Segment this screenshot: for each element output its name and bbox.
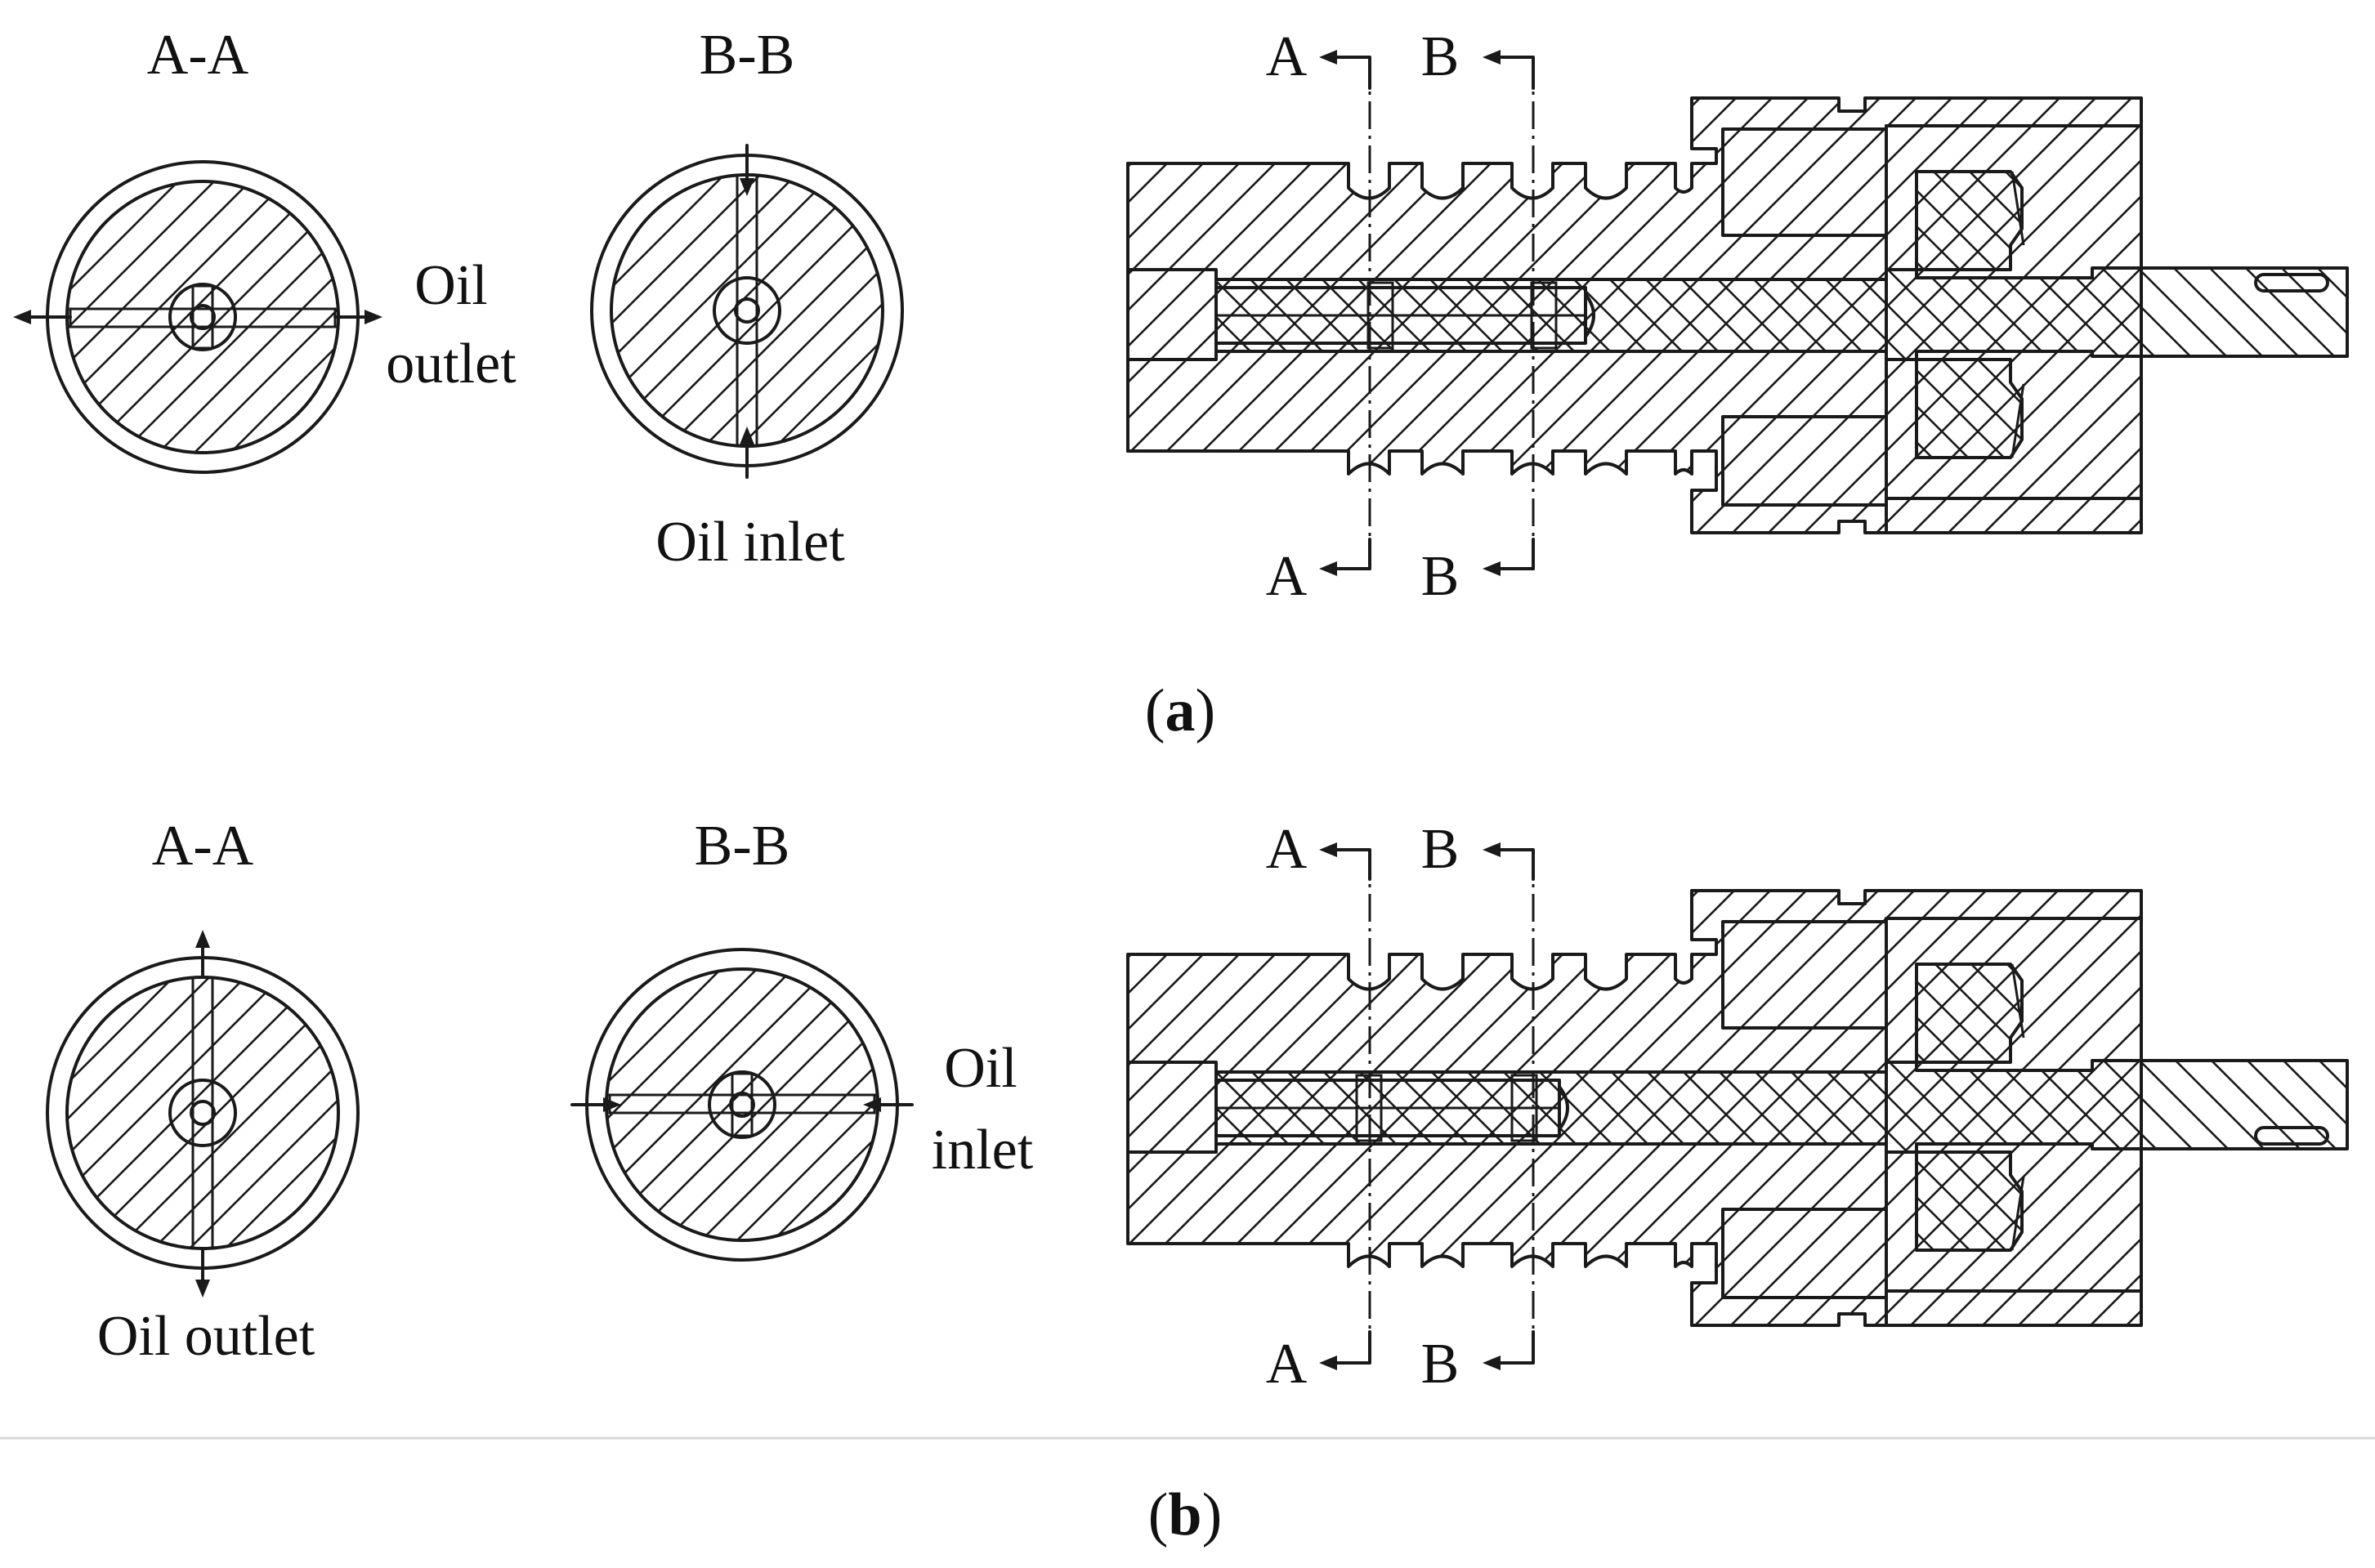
section-bb-title: B-B: [700, 24, 795, 87]
cut-mark-b-top: B: [1421, 818, 1535, 881]
section-bb-view: B-B Oil inlet: [590, 24, 904, 574]
oil-outlet-label-line1: Oil: [414, 254, 487, 317]
cut-mark-b-top: B: [1421, 25, 1535, 90]
caption-a: (a): [1145, 677, 1215, 744]
section-aa-view: A-A Oil outlet: [13, 24, 517, 474]
inlet-arrow-bottom-icon: [740, 427, 754, 479]
inlet-arrow-right-icon: [863, 1097, 914, 1112]
caption-b: (b): [1148, 1481, 1222, 1548]
oil-inlet-label-line1: Oil: [944, 1037, 1017, 1100]
cut-label-a-bottom: A: [1266, 545, 1308, 608]
cut-label-b-bottom: B: [1421, 1333, 1460, 1396]
cut-mark-b-bottom: B: [1421, 538, 1535, 608]
cut-mark-a-bottom: A: [1266, 538, 1371, 608]
inlet-arrow-left-icon: [570, 1097, 621, 1112]
oil-outlet-label-line2: outlet: [386, 333, 517, 395]
cut-label-a-bottom: A: [1266, 1333, 1308, 1396]
cut-mark-b-bottom: B: [1421, 1330, 1535, 1396]
outlet-arrow-right-icon: [333, 310, 382, 324]
figure-a: A-A Oil outlet B-B: [13, 24, 2349, 744]
section-bb-view: B-B Oil inlet: [570, 815, 1034, 1262]
outlet-arrow-top-icon: [195, 930, 210, 979]
figure-b: A-A Oil outlet B-B: [0, 815, 2375, 1548]
cut-mark-a-top: A: [1266, 25, 1371, 90]
section-aa-title: A-A: [152, 815, 254, 878]
cut-mark-a-bottom: A: [1266, 1330, 1371, 1396]
oil-outlet-label: Oil outlet: [97, 1305, 315, 1368]
section-bb-title: B-B: [695, 815, 790, 878]
oil-inlet-label-line2: inlet: [932, 1119, 1034, 1182]
valve-longitudinal-section: [1126, 57, 2349, 572]
outlet-arrow-bottom-icon: [195, 1247, 210, 1298]
cut-label-a-top: A: [1266, 25, 1308, 88]
inlet-arrow-top-icon: [740, 144, 754, 196]
oil-inlet-label: Oil inlet: [655, 511, 845, 574]
section-aa-title: A-A: [147, 24, 249, 87]
cut-label-b-bottom: B: [1421, 545, 1460, 608]
valve-longitudinal-section: [1126, 850, 2349, 1365]
section-aa-view: A-A Oil outlet: [46, 815, 360, 1368]
cut-label-a-top: A: [1266, 818, 1308, 881]
outlet-arrow-left-icon: [13, 310, 72, 324]
cut-label-b-top: B: [1421, 818, 1460, 881]
cut-mark-a-top: A: [1266, 818, 1371, 881]
cut-label-b-top: B: [1421, 25, 1460, 88]
